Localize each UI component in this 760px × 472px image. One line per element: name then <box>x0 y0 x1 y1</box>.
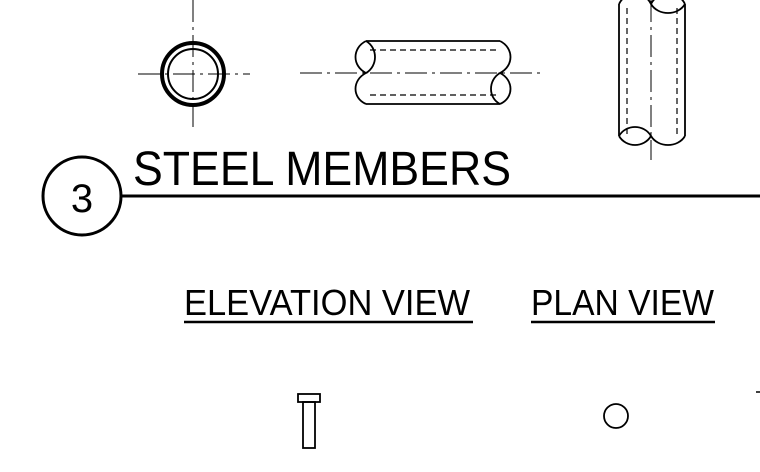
view-labels: ELEVATION VIEW PLAN VIEW <box>184 282 715 324</box>
vertical-pipe-bottom-break-inner <box>618 126 652 137</box>
horizontal-pipe-right-break <box>497 40 512 105</box>
horizontal-pipe-right-break-inner <box>490 72 501 105</box>
horizontal-pipe-left-break-inner <box>365 40 376 74</box>
section-title: STEEL MEMBERS <box>133 143 511 196</box>
section-number: 3 <box>71 177 93 221</box>
vertical-pipe-top-break <box>618 0 686 7</box>
pipe-outer-wall <box>160 41 226 107</box>
horizontal-pipe-left-break <box>354 40 369 105</box>
vertical-pipe-detail <box>618 0 686 160</box>
pipe-inner-wall <box>167 48 219 100</box>
horizontal-pipe-detail <box>300 40 540 105</box>
stud-elevation-head <box>297 393 321 403</box>
elevation-view-label: ELEVATION VIEW <box>184 282 470 323</box>
stud-elevation-shank <box>302 401 316 449</box>
vertical-pipe-top-break-inner <box>650 3 686 14</box>
plan-view-label: PLAN VIEW <box>531 282 714 323</box>
stud-symbols <box>297 391 760 449</box>
section-header: 3 STEEL MEMBERS <box>41 143 760 237</box>
pipe-section-detail <box>138 0 250 128</box>
vertical-pipe-bottom-break <box>618 134 686 146</box>
stud-plan-circle <box>603 403 629 429</box>
